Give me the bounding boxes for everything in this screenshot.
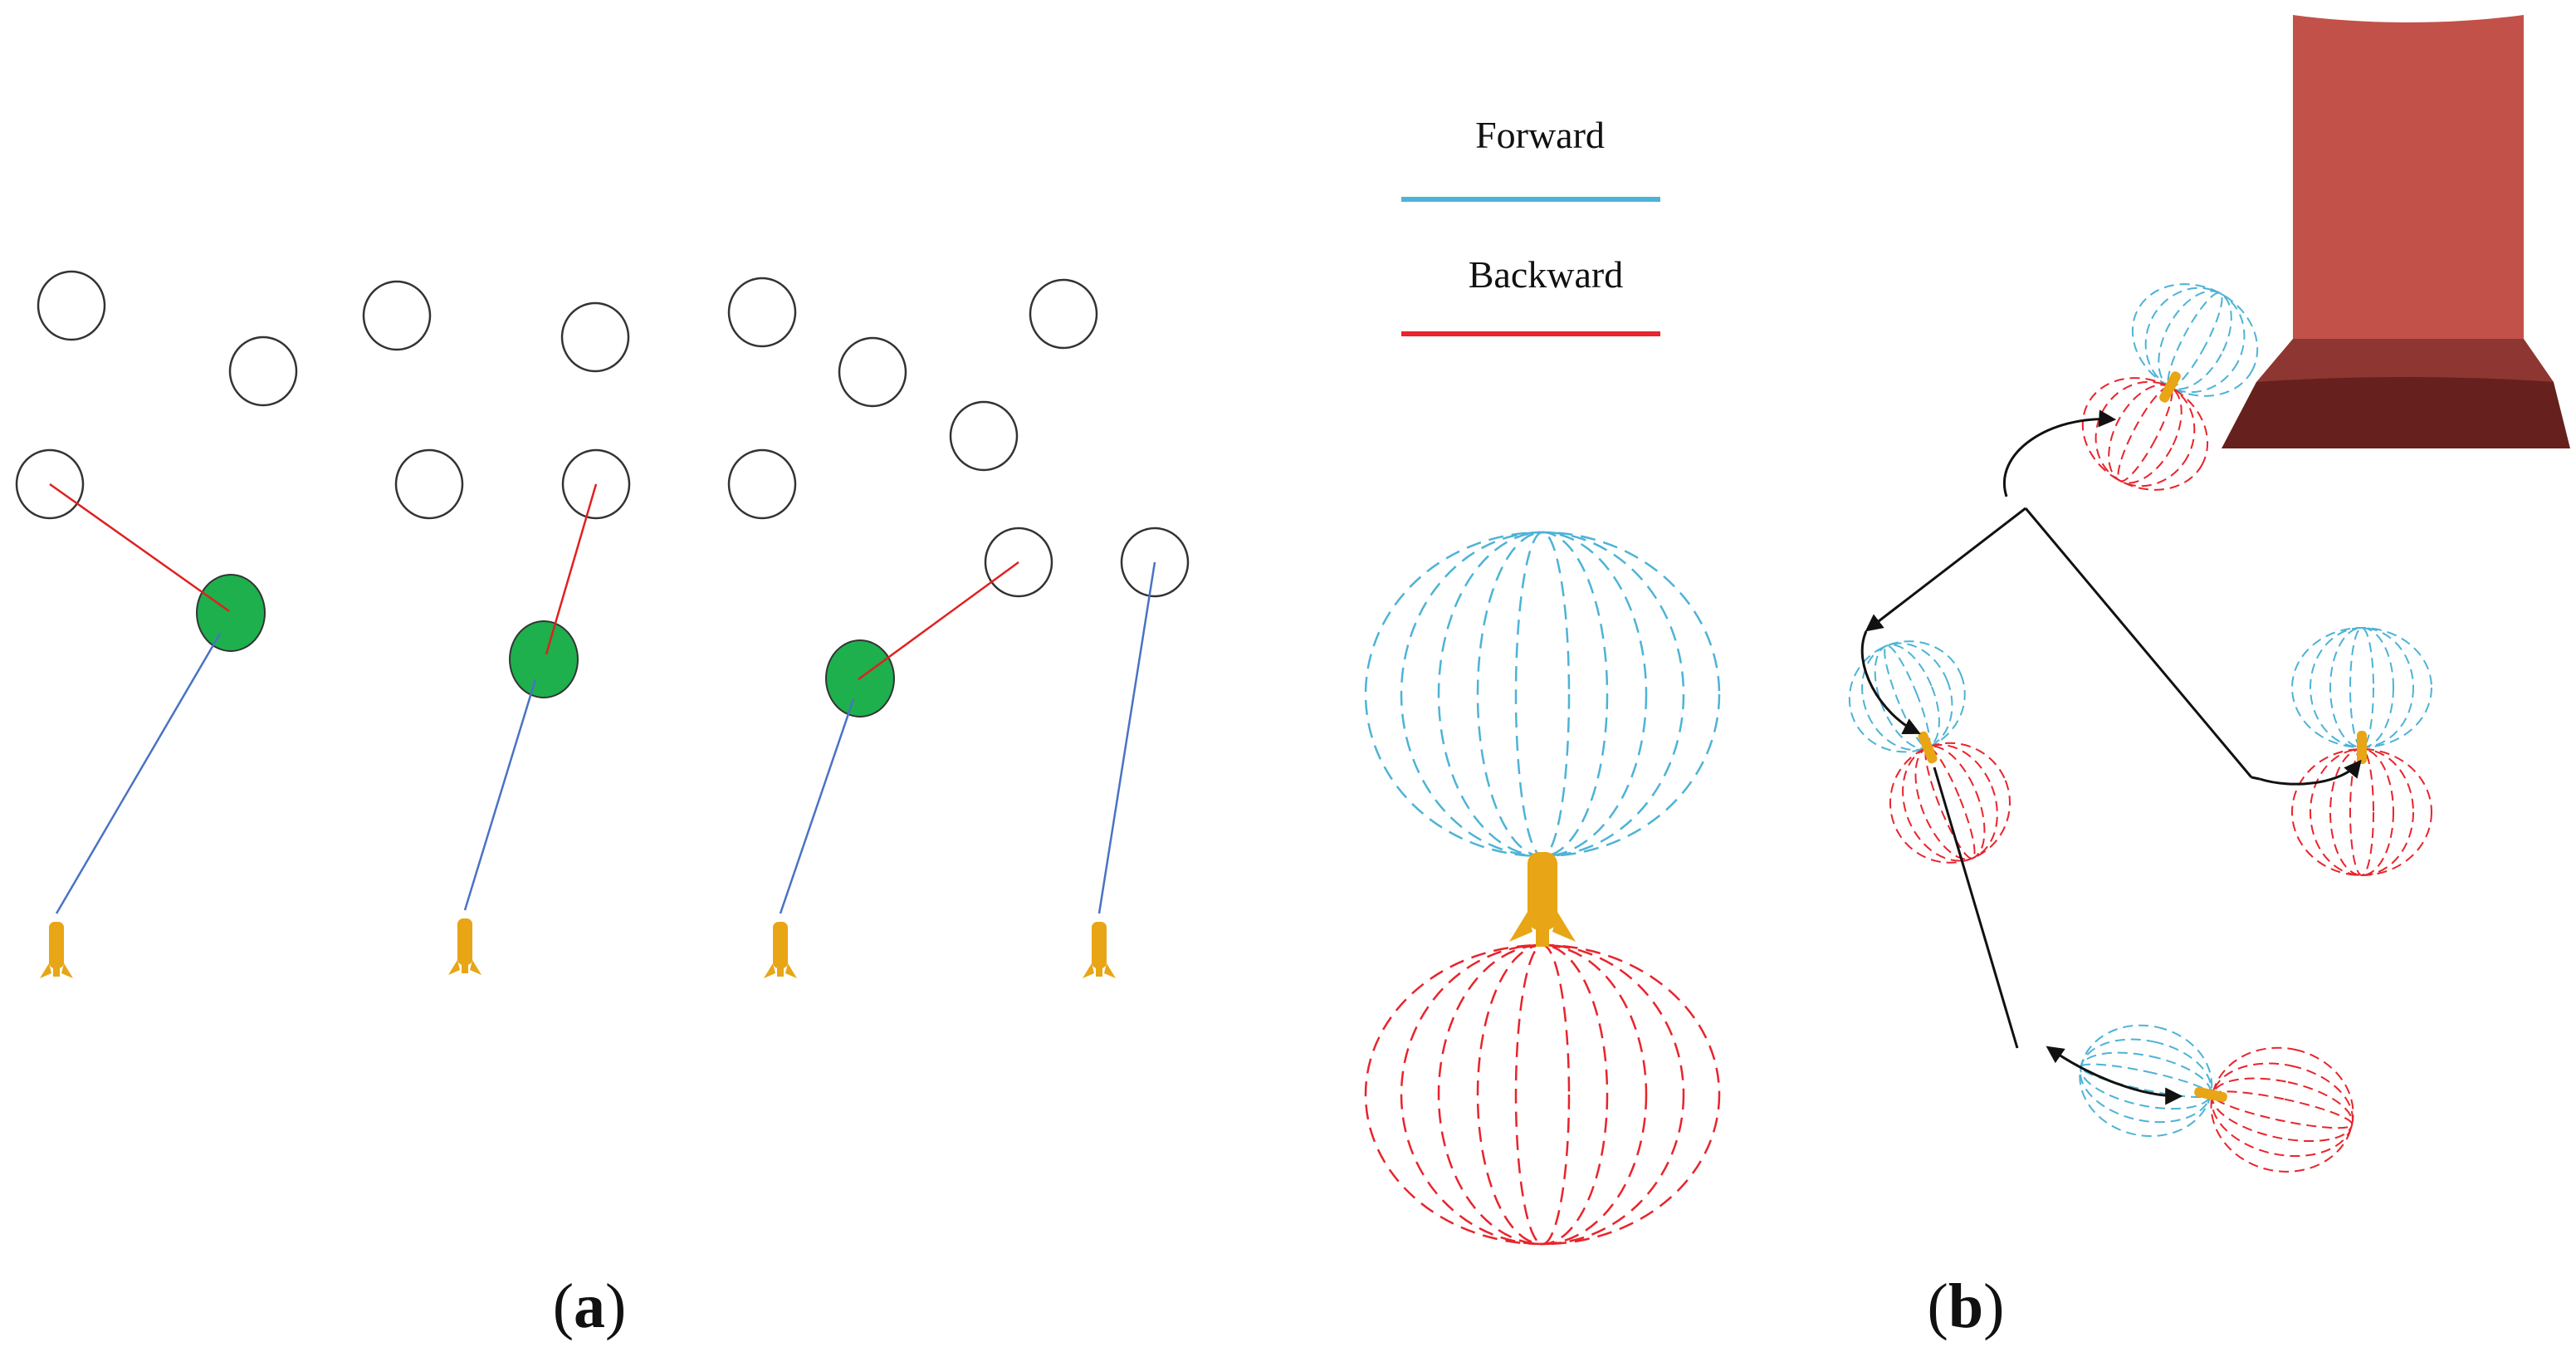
backward-lobe	[1364, 943, 1721, 1246]
rocket-icon	[2159, 371, 2181, 403]
panel-b-label: (b)	[1928, 1271, 2005, 1341]
forward-link	[55, 633, 222, 914]
target-structure	[2222, 15, 2570, 448]
panel-a-label: (a)	[553, 1271, 627, 1341]
vehicles-a	[40, 918, 1116, 978]
forward-link	[779, 698, 855, 914]
large-sensor-pattern	[1364, 531, 1721, 1246]
obstacle-circle	[228, 336, 298, 407]
backward-link	[545, 483, 598, 655]
target-top	[2293, 15, 2524, 340]
obstacle-circle	[727, 277, 797, 348]
backward-links-a	[49, 482, 1019, 681]
path-arc	[2003, 409, 2117, 497]
backward-link	[858, 561, 1019, 681]
rocket-icon	[1509, 852, 1576, 947]
path-segment	[1865, 507, 2026, 632]
obstacle-circle	[1029, 278, 1098, 350]
selected-obstacles	[196, 574, 895, 718]
obstacle-circle	[561, 448, 631, 520]
path-segment	[2024, 507, 2253, 778]
backward-link	[49, 482, 230, 613]
node-lower	[2079, 1024, 2354, 1173]
forward-link	[463, 678, 537, 911]
forward-lobe	[1364, 531, 1721, 858]
panel-b: Forward Backward	[1364, 15, 2570, 1341]
node-upper	[2081, 283, 2259, 491]
obstacle-circle	[394, 448, 464, 520]
legend-forward-label: Forward	[1475, 114, 1605, 156]
path-arc	[2046, 1046, 2183, 1105]
path-segment	[2251, 776, 2261, 781]
planned-path	[1860, 409, 2362, 1105]
obstacle-circle	[560, 301, 630, 373]
selected-obstacle-circle	[509, 620, 579, 698]
target-mid	[2256, 339, 2554, 382]
legend: Forward Backward	[1401, 114, 1660, 336]
obstacle-circle	[362, 280, 432, 351]
node-middle-left	[1848, 640, 2011, 864]
obstacle-circle	[949, 400, 1019, 472]
obstacle-circle	[37, 270, 106, 341]
rocket-icon	[1083, 922, 1116, 978]
path-arc	[1860, 630, 1921, 735]
obstacle-circle	[15, 448, 85, 520]
rocket-icon	[40, 922, 73, 978]
obstacle-circle	[984, 527, 1053, 598]
path-arc	[2259, 759, 2362, 786]
rocket-icon	[2357, 731, 2367, 764]
legend-backward-label: Backward	[1469, 253, 1623, 296]
node-middle-right	[2291, 627, 2432, 876]
target-bottom	[2222, 377, 2570, 448]
obstacle-circle	[838, 336, 907, 408]
obstacle-field-a	[15, 270, 1190, 598]
forward-links-a	[55, 561, 1156, 914]
rocket-icon	[1918, 731, 1938, 764]
forward-link	[1097, 561, 1156, 914]
obstacle-circle	[1120, 527, 1190, 598]
selected-obstacle-circle	[196, 574, 266, 652]
obstacle-circle	[727, 448, 797, 520]
panel-a: (a)	[15, 270, 1190, 1341]
rocket-icon	[764, 922, 797, 978]
path-segment	[1933, 767, 2019, 1049]
rocket-icon	[448, 918, 481, 975]
rocket-icon	[2194, 1086, 2227, 1103]
